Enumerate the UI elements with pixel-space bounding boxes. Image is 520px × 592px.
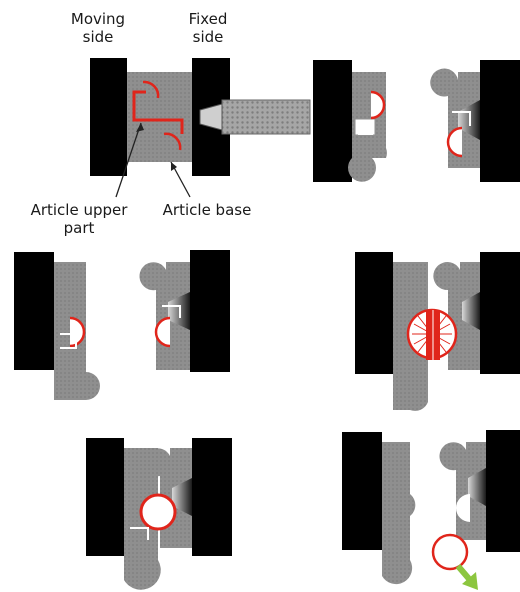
injection-barrel: [221, 99, 311, 135]
article-upper-part: [132, 90, 150, 122]
fixed-platen: [480, 252, 520, 374]
fixed-mold-half: [433, 262, 480, 370]
step-5-joined: [86, 438, 232, 590]
fixed-platen: [192, 438, 232, 556]
step-3-shift: [14, 250, 230, 400]
fixed-platen: [480, 60, 520, 182]
step-2-mold-open: [313, 60, 520, 182]
moving-platen: [90, 58, 127, 176]
cavity: [370, 90, 386, 120]
article-base-label: Article base: [162, 201, 252, 219]
cavity: [154, 316, 171, 348]
fixed-side-label: Fixed side: [188, 10, 228, 46]
cavity: [446, 126, 463, 158]
step-1-injection: [90, 58, 311, 198]
sprue-cone: [468, 468, 486, 506]
ejected-article: [431, 533, 469, 571]
sprue-cone: [172, 478, 192, 516]
eject-arrow-shaft: [455, 564, 473, 582]
fixed-mold-half: [439, 442, 486, 540]
moving-platen: [313, 60, 352, 182]
moving-platen: [14, 252, 54, 370]
moving-platen: [86, 438, 124, 556]
cavity-top: [142, 80, 160, 99]
empty-cavity: [456, 494, 470, 522]
fixed-platen: [486, 430, 520, 552]
eject-arrow-icon: [462, 572, 478, 590]
moving-side-label: Moving side: [70, 10, 126, 46]
moving-mold-half: [127, 72, 192, 162]
moving-platen: [342, 432, 382, 550]
moving-platen: [355, 252, 393, 374]
fixed-mold-half: [139, 262, 190, 370]
joined-article: [139, 493, 177, 531]
step-4-welding: [355, 252, 520, 411]
fixed-mold-half: [430, 68, 480, 168]
fixed-platen: [190, 250, 230, 372]
injection-nozzle: [199, 103, 223, 131]
moving-mold-half: [382, 442, 416, 585]
step-6-ejection: [342, 430, 520, 590]
callout-upper: [115, 122, 142, 198]
article-base: [163, 132, 182, 151]
sprue-cone: [462, 292, 480, 330]
article-upper-part-label: Article upper part: [30, 201, 128, 237]
runner: [150, 118, 184, 134]
